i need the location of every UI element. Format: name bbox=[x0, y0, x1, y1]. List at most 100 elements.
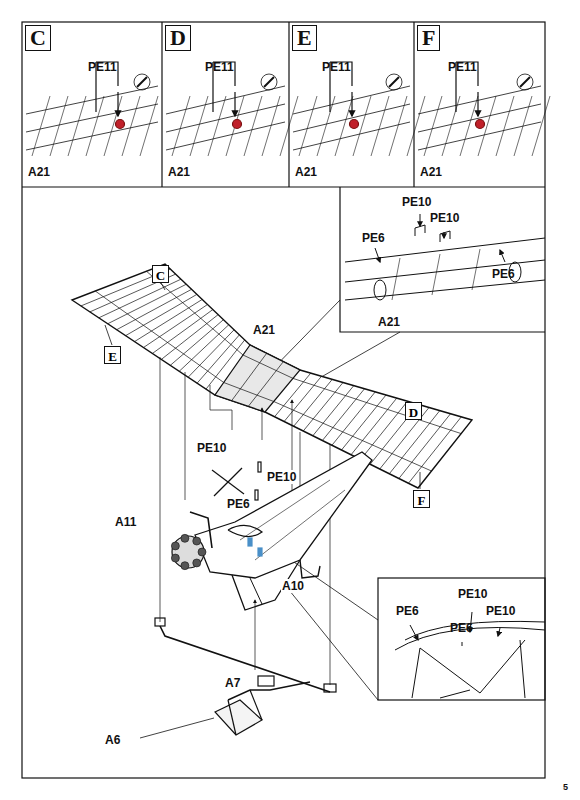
arrow bbox=[234, 92, 235, 116]
part-name: PE11 bbox=[322, 60, 351, 74]
wing-spar bbox=[293, 378, 461, 433]
wing-rib bbox=[144, 305, 208, 348]
step-panel: PE10PE10PE6PE6A21 bbox=[340, 187, 545, 332]
grid-line bbox=[26, 104, 158, 132]
arrow bbox=[351, 92, 352, 116]
guide-line bbox=[255, 600, 256, 670]
leader-line bbox=[498, 628, 500, 636]
a6-undercarriage bbox=[228, 700, 236, 735]
wing-rib bbox=[206, 340, 245, 389]
wing-rib bbox=[408, 417, 461, 483]
pe10-part bbox=[415, 225, 425, 236]
grid-line bbox=[532, 96, 550, 156]
part-name: PE6 bbox=[362, 231, 385, 245]
wing-closeup bbox=[374, 280, 386, 300]
cockpit bbox=[228, 525, 262, 536]
glue-icon bbox=[261, 74, 277, 90]
wing-rib bbox=[188, 330, 234, 377]
arrow bbox=[477, 92, 478, 116]
part-name: PE6 bbox=[226, 497, 251, 511]
grid-line bbox=[122, 96, 140, 156]
wing-closeup bbox=[392, 249, 480, 300]
grid-line bbox=[166, 122, 285, 150]
glue-point bbox=[350, 120, 359, 129]
wing-closeup bbox=[345, 238, 545, 300]
guide-line bbox=[262, 408, 263, 440]
part-name: A10 bbox=[281, 579, 305, 593]
glue-icon bbox=[517, 74, 533, 90]
wing-rib bbox=[303, 383, 343, 432]
leader-line bbox=[500, 250, 505, 262]
part-name: PE10 bbox=[196, 441, 227, 455]
part-name: PE6 bbox=[450, 621, 473, 635]
callout-box: C bbox=[152, 265, 169, 283]
engine-cylinder bbox=[181, 562, 189, 570]
glue-point bbox=[233, 120, 242, 129]
blue-part bbox=[258, 548, 262, 556]
inset-frame bbox=[340, 187, 545, 332]
grid-line bbox=[389, 96, 407, 156]
wing-rib bbox=[322, 389, 364, 441]
fuselage-closeup bbox=[395, 621, 545, 650]
grid-line bbox=[262, 96, 280, 156]
part-name: PE10 bbox=[458, 587, 487, 601]
part-name: A21 bbox=[295, 165, 317, 179]
gear-leg bbox=[250, 578, 262, 604]
grid-line bbox=[166, 86, 285, 114]
engine-cylinder bbox=[198, 548, 206, 556]
grid-line bbox=[407, 96, 425, 156]
wing-rib bbox=[342, 395, 387, 450]
grid-line bbox=[68, 96, 86, 156]
grid-line bbox=[50, 96, 68, 156]
glue-icon bbox=[134, 74, 150, 90]
leader-line bbox=[462, 642, 463, 646]
part-name: A21 bbox=[168, 165, 190, 179]
callout-box: E bbox=[104, 346, 121, 364]
part-name: A21 bbox=[28, 165, 50, 179]
step-panel: CPE11A21 bbox=[22, 22, 162, 187]
leader-line bbox=[410, 625, 418, 640]
wing-rib bbox=[313, 386, 354, 436]
part-name: A7 bbox=[224, 676, 241, 690]
callout-letter: E bbox=[108, 349, 117, 364]
grid-line bbox=[86, 96, 104, 156]
wing-rib bbox=[117, 289, 192, 329]
part-name: A6 bbox=[104, 733, 121, 747]
a6-undercarriage bbox=[215, 700, 262, 735]
engine-cylinder bbox=[181, 534, 189, 542]
wing-rib bbox=[232, 353, 267, 400]
leader-line bbox=[375, 248, 380, 262]
leader-line bbox=[444, 232, 445, 238]
grid-line bbox=[140, 96, 158, 156]
strut-end bbox=[258, 676, 274, 686]
callout-letter: C bbox=[156, 268, 165, 283]
part-name: PE6 bbox=[396, 604, 419, 618]
grid-line bbox=[32, 96, 50, 156]
glue-icon bbox=[520, 77, 530, 87]
glue-icon bbox=[137, 77, 147, 87]
strut-end bbox=[155, 618, 165, 626]
wing-rib bbox=[248, 362, 283, 407]
part-name: PE11 bbox=[88, 60, 117, 74]
pe10-part bbox=[258, 462, 261, 472]
wing-spar bbox=[243, 355, 293, 378]
wing-rib bbox=[351, 398, 397, 455]
guide-line bbox=[160, 357, 161, 622]
fuselage bbox=[195, 452, 372, 578]
panel-divider bbox=[288, 22, 289, 187]
wing-rib bbox=[126, 294, 197, 335]
grid-line bbox=[460, 96, 478, 156]
grid-line bbox=[190, 96, 208, 156]
grid-line bbox=[317, 96, 335, 156]
inset-frame bbox=[378, 578, 545, 700]
part-name: A21 bbox=[252, 323, 276, 337]
grid-line bbox=[244, 96, 262, 156]
guide-line bbox=[185, 372, 186, 500]
grid-line bbox=[496, 96, 514, 156]
cabane-strut bbox=[190, 512, 212, 548]
step-panel: EPE11A21 bbox=[289, 22, 414, 187]
a10-strut bbox=[300, 560, 320, 578]
callout-leader bbox=[420, 472, 421, 489]
